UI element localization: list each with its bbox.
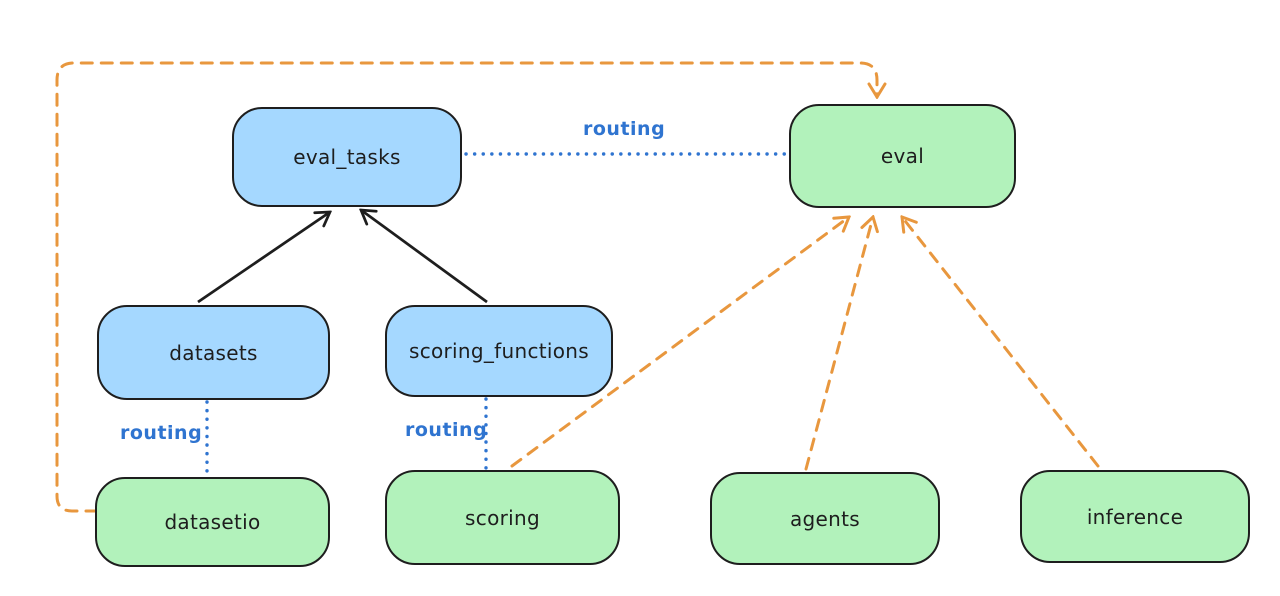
edge-datasets-to-eval-tasks [197,212,330,304]
edge-scoring-functions-to-eval-tasks [361,210,488,304]
routing-label-scoring-functions-scoring: routing [405,419,488,441]
node-scoring-label: scoring [465,505,540,530]
node-scoring-functions-label: scoring_functions [408,339,590,363]
edge-scoring-to-eval [510,217,849,468]
node-eval: eval [789,104,1016,208]
routing-label-datasets-datasetio: routing [120,422,203,444]
edge-inference-to-eval [902,217,1100,468]
node-eval-tasks-label: eval_tasks [293,145,401,169]
routing-label-eval-tasks-eval: routing [583,118,666,140]
edge-agents-to-eval [804,217,873,471]
node-agents-label: agents [790,506,860,531]
node-datasets: datasets [97,305,330,400]
node-datasetio: datasetio [95,477,330,567]
edge-datasetio-to-eval-loop [55,61,877,513]
node-inference-label: inference [1086,504,1184,529]
node-agents: agents [710,472,940,565]
node-eval-label: eval [880,144,925,168]
node-scoring-functions: scoring_functions [385,305,613,397]
node-scoring: scoring [385,470,620,565]
node-datasets-label: datasets [169,340,258,365]
node-inference: inference [1020,470,1250,563]
node-datasetio-label: datasetio [164,510,261,534]
node-eval-tasks: eval_tasks [232,107,462,207]
